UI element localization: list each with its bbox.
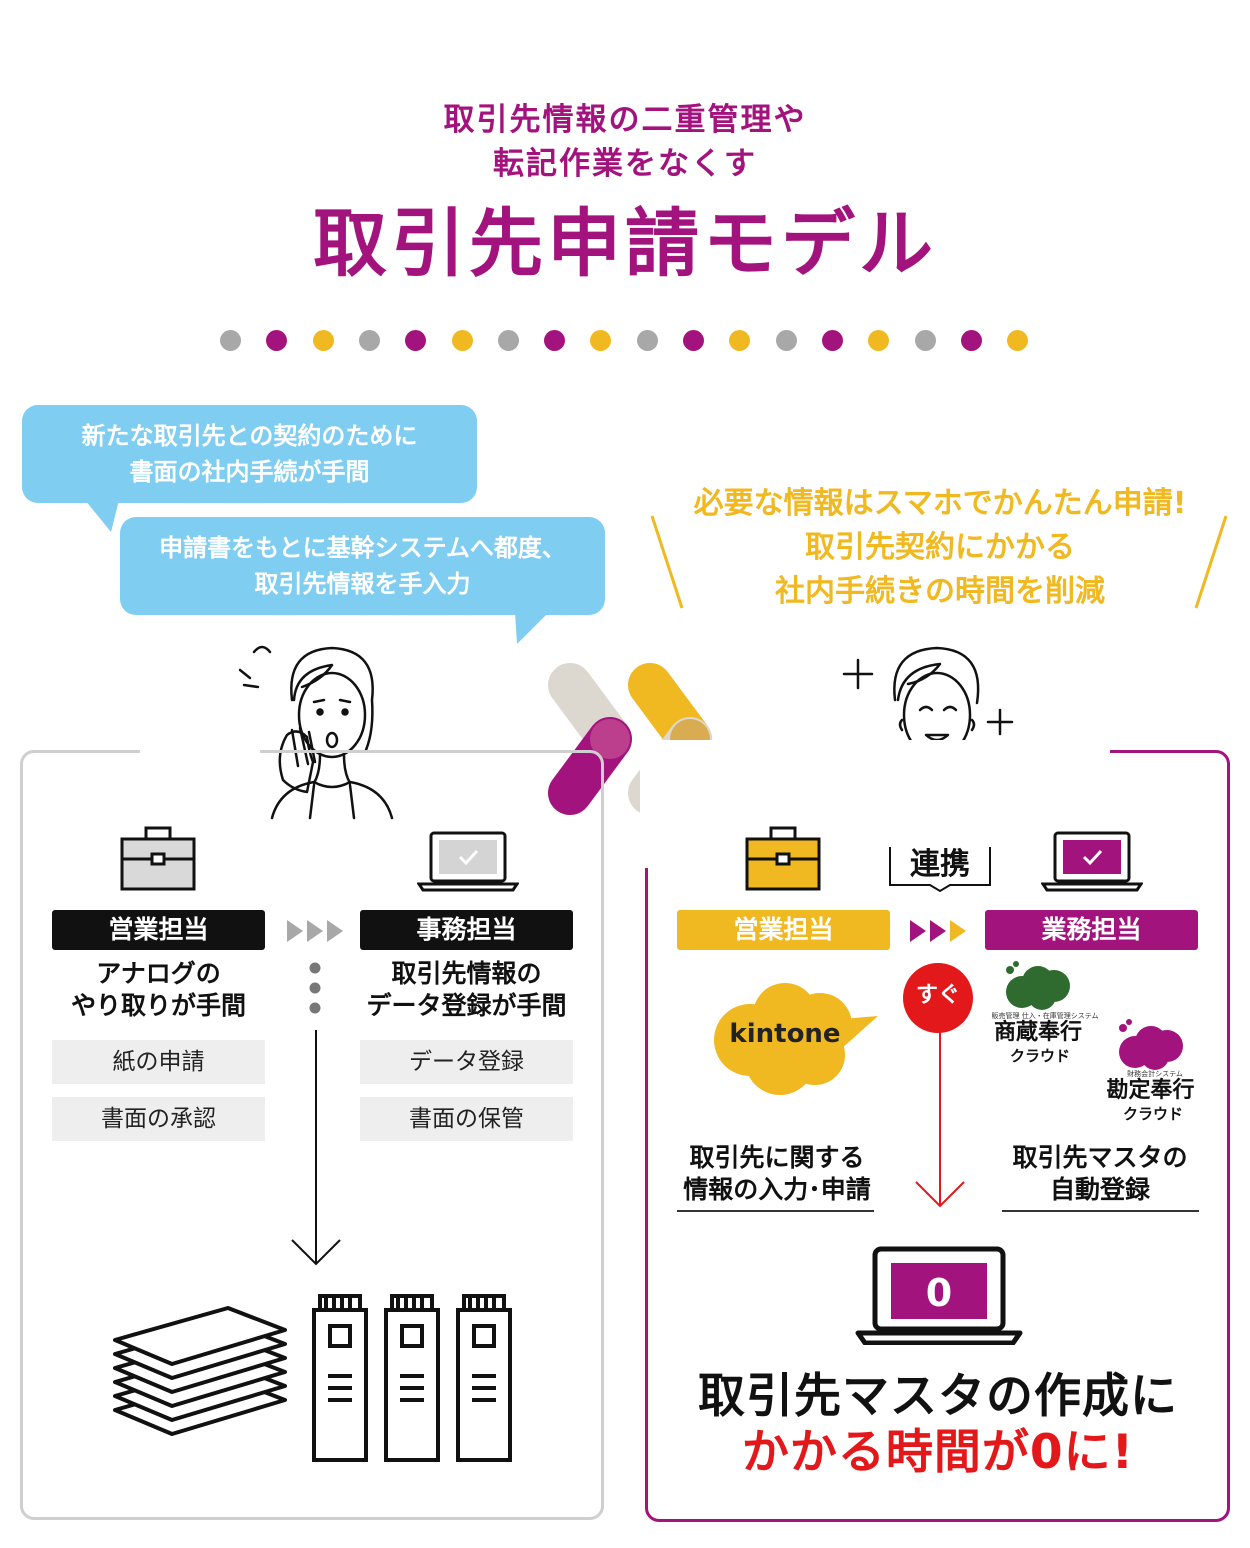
bubble2-line1: 申請書をもとに基幹システムへ都度、 (159, 534, 566, 562)
bubble1-line1: 新たな取引先との契約のために (81, 422, 418, 450)
laptop-zero-icon (855, 1246, 1023, 1345)
callout-bracket-left (650, 515, 684, 609)
laptop-icon (417, 831, 519, 892)
divider-dot (775, 330, 797, 351)
after-sales-label: 営業担当 (677, 910, 890, 950)
business-label: 業務担当 (985, 910, 1198, 950)
kintone-logo-text: kintone (729, 1019, 841, 1049)
divider-dot (358, 330, 380, 351)
dot-divider (220, 330, 1040, 354)
logo2-cloud: クラウド (1122, 1105, 1183, 1123)
divider-dot (821, 330, 843, 351)
divider-dot (729, 330, 751, 351)
benefit-callout: 必要な情報はスマホでかんたん申請! 取引先契約にかかる 社内手続きの時間を削減 (660, 482, 1220, 614)
page-title: 取引先申請モデル (313, 201, 937, 287)
vertical-dots (309, 962, 321, 1014)
sales-desc-line2: やり取りが手間 (70, 991, 246, 1020)
logo1-small-text: 販売管理 仕入・在庫管理システム (991, 1012, 1099, 1020)
worried-person-icon (238, 645, 394, 820)
bubble1-tail (85, 500, 119, 532)
bubble2-line2: 取引先情報を手入力 (254, 570, 471, 598)
panel-gap-left (140, 740, 260, 760)
after-right-desc-line1: 取引先マスタの (1012, 1143, 1188, 1172)
office-desc: 取引先情報の データ登録が手間 (355, 958, 578, 1022)
paper-stack-icon (113, 1306, 287, 1436)
briefcase-icon (120, 826, 196, 891)
arrowheads-yellow (910, 920, 966, 942)
divider-dot (405, 330, 427, 351)
logo2-small-text: 財務会計システム (1127, 1070, 1183, 1078)
subtitle-line2: 転記作業をなくす (493, 146, 757, 182)
kintone-cloud-logo (714, 983, 878, 1095)
callout-bracket-right (1194, 515, 1228, 609)
shozo-bugyo-logo-icon (1006, 961, 1070, 1010)
after-right-desc: 取引先マスタの 自動登録 (1000, 1142, 1200, 1206)
office-desc-line2: データ登録が手間 (366, 991, 567, 1020)
divider-dot (636, 330, 658, 351)
sales-label: 営業担当 (52, 910, 265, 950)
divider-dot (590, 330, 612, 351)
office-desc-line1: 取引先情報の (391, 959, 542, 988)
divider-dot (266, 330, 288, 351)
sales-desc: アナログの やり取りが手間 (52, 958, 265, 1022)
panel-gap-right (640, 740, 1110, 870)
logo2-name: 勘定奉行 (1106, 1078, 1195, 1103)
after-left-desc-line1: 取引先に関する (689, 1143, 865, 1172)
after-right-desc-line2: 自動登録 (1049, 1175, 1150, 1204)
sales-desc-line1: アナログの (96, 959, 221, 988)
sugu-badge: すぐ (903, 963, 973, 1033)
panel-edge (645, 868, 648, 888)
link-label: 連携 (910, 847, 970, 882)
after-left-desc-line2: 情報の入力･申請 (683, 1175, 871, 1204)
divider-dot (914, 330, 936, 351)
link-bracket (889, 847, 991, 893)
divider-dot (220, 330, 241, 351)
arrowheads-gray (287, 920, 343, 942)
speech-bubble-2: 申請書をもとに基幹システムへ都度、 取引先情報を手入力 (120, 517, 605, 615)
kanjo-bugyo-logo-icon (1119, 1019, 1183, 1070)
callout-line3: 社内手続きの時間を削減 (775, 574, 1105, 609)
sales-task-2: 書面の承認 (52, 1097, 265, 1141)
result-line2: かかる時間が0に! (741, 1425, 1135, 1480)
after-left-desc: 取引先に関する 情報の入力･申請 (677, 1142, 877, 1206)
underline-right (1002, 1210, 1199, 1212)
underline-left (677, 1210, 874, 1212)
laptop-purple-icon (1041, 831, 1143, 892)
bubble1-line2: 書面の社内手続が手間 (129, 458, 370, 486)
office-label: 事務担当 (360, 910, 573, 950)
binder-files-icon (312, 1294, 512, 1462)
down-arrow-icon (291, 1030, 341, 1266)
divider-dot (960, 330, 982, 351)
logo1-name: 商蔵奉行 (993, 1020, 1082, 1045)
office-task-2: 書面の保管 (360, 1097, 573, 1141)
callout-line1: 必要な情報はスマホでかんたん申請! (693, 486, 1187, 521)
speech-bubble-1: 新たな取引先との契約のために 書面の社内手続が手間 (22, 405, 477, 503)
result-line1: 取引先マスタの作成に (698, 1369, 1178, 1424)
subtitle-line1: 取引先情報の二重管理や (443, 102, 807, 138)
divider-dot (312, 330, 334, 351)
logo1-cloud: クラウド (1009, 1047, 1070, 1065)
divider-dot (1007, 330, 1029, 351)
divider-dot (451, 330, 473, 351)
briefcase-yellow-icon (745, 826, 821, 891)
subtitle: 取引先情報の二重管理や 転記作業をなくす (0, 98, 1250, 186)
before-panel (20, 750, 604, 1520)
divider-dot (497, 330, 519, 351)
sales-task-1: 紙の申請 (52, 1040, 265, 1084)
office-task-1: データ登録 (360, 1040, 573, 1084)
divider-dot (683, 330, 704, 351)
screen-zero: 0 (925, 1271, 953, 1315)
bubble2-tail (515, 612, 549, 644)
divider-dot (544, 330, 566, 351)
divider-dot (868, 330, 890, 351)
down-arrow-red-icon (915, 1030, 965, 1208)
callout-line2: 取引先契約にかかる (805, 530, 1075, 565)
